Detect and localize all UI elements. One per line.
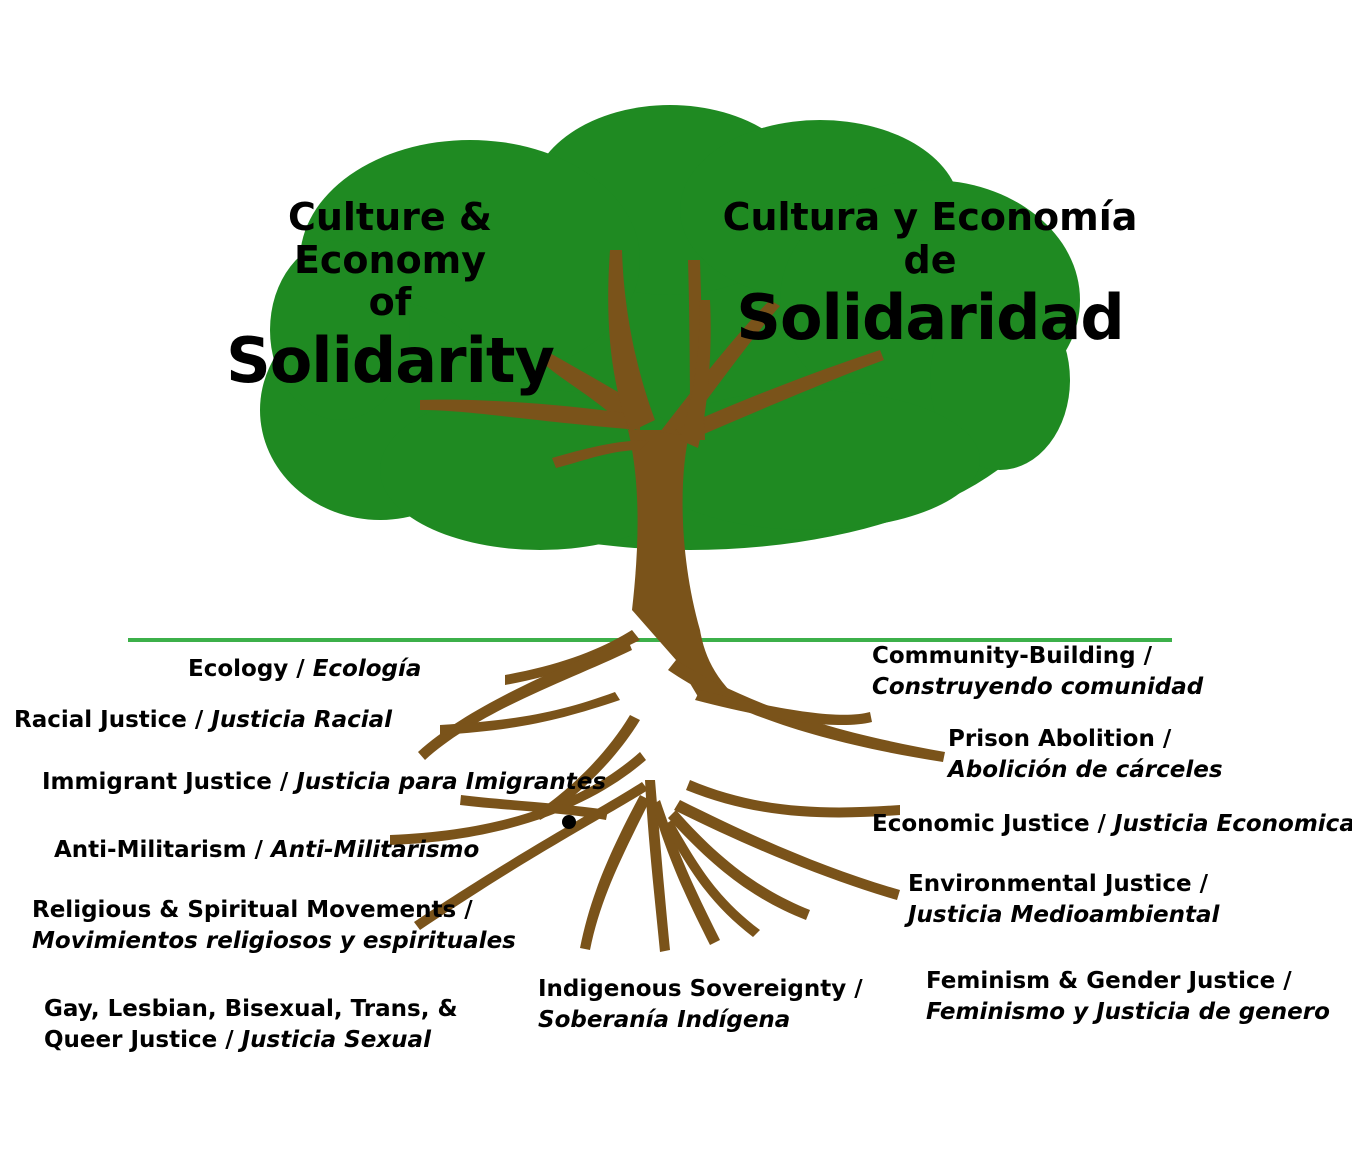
root-dot [562, 815, 576, 829]
label-es: Justicia Economica [1113, 811, 1352, 837]
title-spanish: Cultura y Economía de Solidaridad [720, 196, 1140, 353]
title-spanish-line2: de [903, 237, 957, 282]
root-label-ecology: Ecology / Ecología [188, 654, 421, 685]
title-english: Culture & Economy of Solidarity [190, 196, 590, 395]
label-es: Feminismo y Justicia de genero [926, 999, 1330, 1025]
root-label-anti-militarism: Anti-Militarism / Anti-Militarismo [54, 835, 479, 866]
root-label-community-building: Community-Building / Construyendo comuni… [872, 641, 1203, 703]
label-es: Soberanía Indígena [538, 1007, 791, 1033]
label-es: Abolición de cárceles [948, 757, 1223, 783]
label-es: Ecología [312, 656, 422, 682]
title-spanish-line3: Solidaridad [736, 281, 1124, 355]
title-spanish-line1: Cultura y Economía [722, 195, 1138, 239]
root-label-prison-abolition: Prison Abolition / Abolición de cárceles [948, 724, 1223, 786]
label-en: Feminism & Gender Justice / [926, 968, 1292, 994]
title-english-line2: of [368, 280, 412, 325]
root-label-environmental-justice: Environmental Justice / Justicia Medioam… [908, 869, 1219, 931]
label-en: Religious & Spiritual Movements / [32, 897, 473, 923]
label-en: Immigrant Justice / [42, 769, 297, 795]
label-es: Construyendo comunidad [872, 674, 1204, 700]
label-en: Anti-Militarism / [54, 837, 271, 863]
root-label-indigenous-sovereignty: Indigenous Sovereignty / Soberanía Indíg… [538, 974, 863, 1036]
label-en: Community-Building / [872, 643, 1153, 669]
label-es: Justicia para Imigrantes [296, 769, 607, 795]
title-english-line1: Culture & Economy [287, 195, 493, 282]
root-label-queer-justice: Gay, Lesbian, Bisexual, Trans, & Queer J… [44, 994, 458, 1056]
root-label-economic-justice: Economic Justice / Justicia Economica [872, 809, 1352, 840]
label-en: Environmental Justice / [908, 871, 1208, 897]
label-en: Racial Justice / [14, 707, 212, 733]
label-en: Indigenous Sovereignty / [538, 976, 863, 1002]
label-en: Prison Abolition / [948, 726, 1172, 752]
label-es: Justicia Medioambiental [908, 902, 1220, 928]
root-label-religious-spiritual: Religious & Spiritual Movements / Movimi… [32, 895, 516, 957]
title-english-line3: Solidarity [226, 323, 555, 397]
label-en: Economic Justice / [872, 811, 1114, 837]
root-label-feminism-gender-justice: Feminism & Gender Justice / Feminismo y … [926, 966, 1330, 1028]
label-es: Justicia Sexual [241, 1027, 431, 1053]
label-en: Ecology / [188, 656, 313, 682]
label-en: Gay, Lesbian, Bisexual, Trans, & [44, 996, 458, 1022]
root-label-immigrant-justice: Immigrant Justice / Justicia para Imigra… [42, 767, 606, 798]
label-es: Movimientos religiosos y espirituales [32, 928, 516, 954]
root-label-racial-justice: Racial Justice / Justicia Racial [14, 705, 392, 736]
label-en-2: Queer Justice / [44, 1027, 242, 1053]
tree-trunk-and-roots [390, 250, 945, 952]
label-es: Justicia Racial [211, 707, 393, 733]
label-es: Anti-Militarismo [270, 837, 480, 863]
